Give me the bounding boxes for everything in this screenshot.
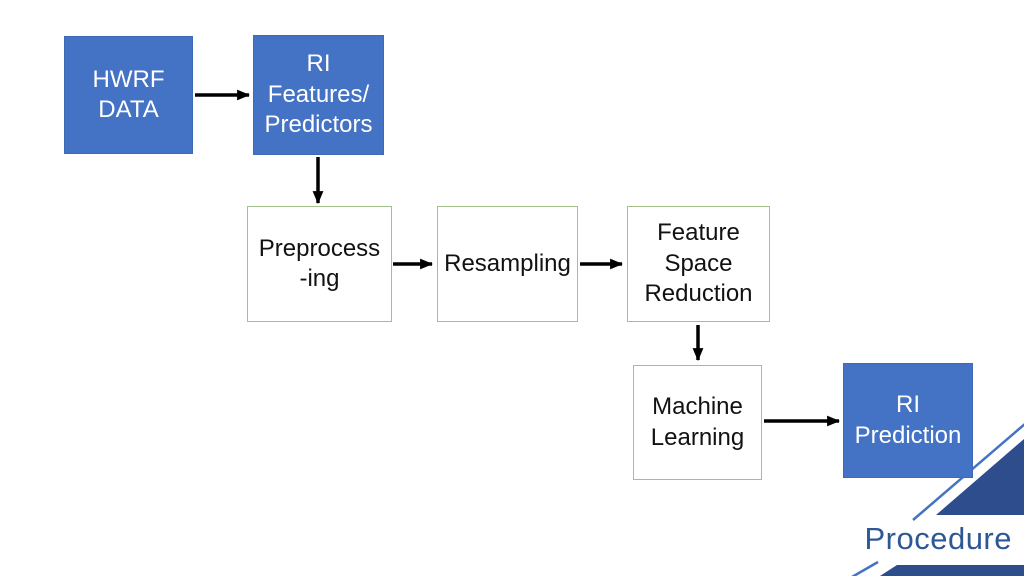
node-label: HWRF DATA: [92, 65, 165, 123]
slide-title: Procedure: [864, 521, 1012, 556]
node-label: Preprocess -ing: [258, 234, 381, 292]
node-label: Feature Space Reduction: [644, 219, 753, 308]
node-label: Machine Learning: [650, 393, 745, 451]
footer-accent-line: [851, 560, 879, 576]
node-preprocessing: Preprocess -ing: [247, 206, 392, 322]
node-feature-space-reduction: Feature Space Reduction: [627, 206, 770, 322]
node-resampling: Resampling: [437, 206, 578, 322]
node-ri-prediction: RI Prediction: [843, 363, 973, 478]
node-hwrf-data: HWRF DATA: [64, 36, 193, 154]
corner-triangle: [936, 439, 1024, 515]
footer-band: [880, 565, 1024, 576]
node-machine-learning: Machine Learning: [633, 365, 762, 480]
node-label: Resampling: [444, 249, 571, 277]
node-ri-features-predictors: RI Features/ Predictors: [253, 35, 384, 155]
node-label: RI Prediction: [854, 391, 962, 449]
node-label: RI Features/ Predictors: [264, 50, 373, 139]
